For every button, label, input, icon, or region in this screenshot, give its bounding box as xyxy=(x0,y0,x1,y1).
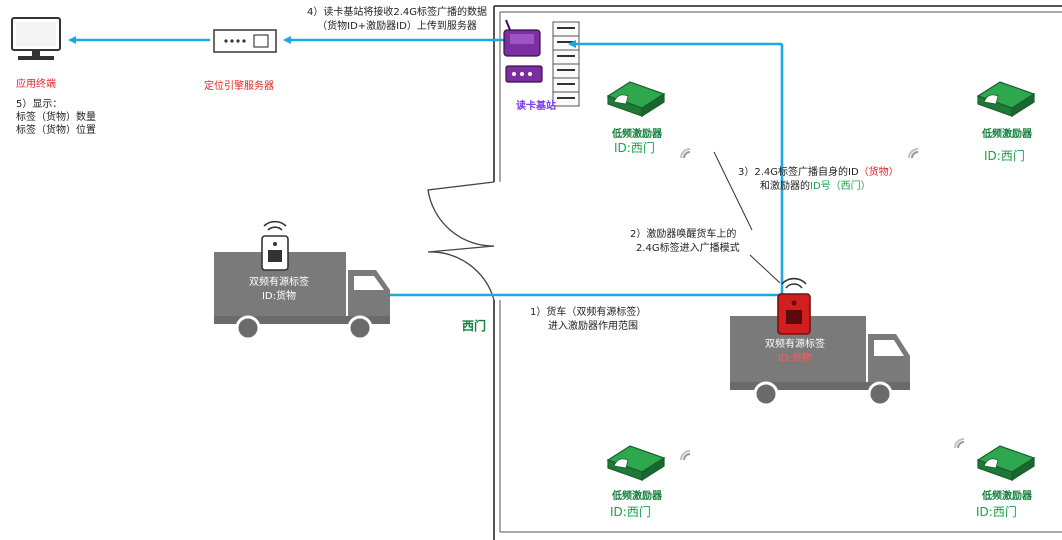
tag-inside-icon xyxy=(777,277,811,335)
reader-label: 读卡基站 xyxy=(516,101,556,112)
exciter-icon-2 xyxy=(977,81,1035,117)
step3-line2-b: ID号（西门） xyxy=(810,181,871,192)
exciter-icon-4 xyxy=(977,445,1035,481)
step1-line-1: 1）货车（双频有源标签） xyxy=(530,307,647,318)
step3-line-1: 3）2.4G标签广播自身的ID（货物） xyxy=(738,166,899,179)
exciter-icon-1 xyxy=(607,81,665,117)
reader-base-station-icon xyxy=(503,19,543,83)
exciter-2-label: 低频激励器 xyxy=(982,129,1032,140)
callout-lines xyxy=(713,151,781,284)
exciter-3-id: ID:西门 xyxy=(610,505,651,519)
computer-icon xyxy=(11,17,61,60)
exciter-icon-3 xyxy=(607,445,665,481)
wave-icon-4 xyxy=(954,438,965,449)
truck-outside-tag-line-2: ID:货物 xyxy=(261,291,297,302)
server-icon xyxy=(213,29,277,53)
truck-inside-icon xyxy=(730,316,910,407)
step3-line-2: 和激励器的ID号（西门） xyxy=(760,180,871,193)
truck-inside-tag-line-1: 双频有源标签 xyxy=(765,339,825,350)
truck-inside-tag-line-2: ID:货物 xyxy=(777,353,813,364)
step2-line-1: 2）激励器唤醒货车上的 xyxy=(630,229,737,240)
step3-line2-a: 和激励器的 xyxy=(760,181,810,192)
step3-red-part: （货物） xyxy=(858,167,899,178)
exciter-3-label: 低频激励器 xyxy=(612,491,662,502)
upload-note-line-1: 4）读卡基站将接收2.4G标签广播的数据 xyxy=(306,7,487,18)
step3-prefix: 3）2.4G标签广播自身的ID xyxy=(738,167,859,178)
exciter-1-id: ID:西门 xyxy=(614,141,655,155)
building-walls xyxy=(493,5,1062,540)
step2-line-2: 2.4G标签进入广播模式 xyxy=(636,243,740,254)
exciter-1-label: 低频激励器 xyxy=(612,129,662,140)
display-line-1: 标签（货物）数量 xyxy=(16,112,96,123)
display-title: 5）显示： xyxy=(16,99,63,110)
server-label: 定位引擎服务器 xyxy=(204,81,274,92)
rack-icon xyxy=(552,21,580,107)
tag-outside-icon xyxy=(261,220,289,271)
west-door xyxy=(427,181,495,301)
wave-icon-2 xyxy=(908,148,919,159)
wave-icon-1 xyxy=(680,148,691,159)
signal-lines xyxy=(68,36,784,299)
upload-note-line-2: （货物ID+激励器ID）上传到服务器 xyxy=(317,21,477,32)
truck-outside-tag-line-1: 双频有源标签 xyxy=(249,277,309,288)
exciter-4-id: ID:西门 xyxy=(976,505,1017,519)
wave-icon-3 xyxy=(680,450,691,461)
exciter-2-id: ID:西门 xyxy=(984,149,1025,163)
app-terminal-label: 应用终端 xyxy=(16,79,56,90)
display-line-2: 标签（货物）位置 xyxy=(16,125,96,136)
step1-line-2: 进入激励器作用范围 xyxy=(548,321,638,332)
door-label: 西门 xyxy=(462,319,487,333)
exciter-4-label: 低频激励器 xyxy=(982,491,1032,502)
